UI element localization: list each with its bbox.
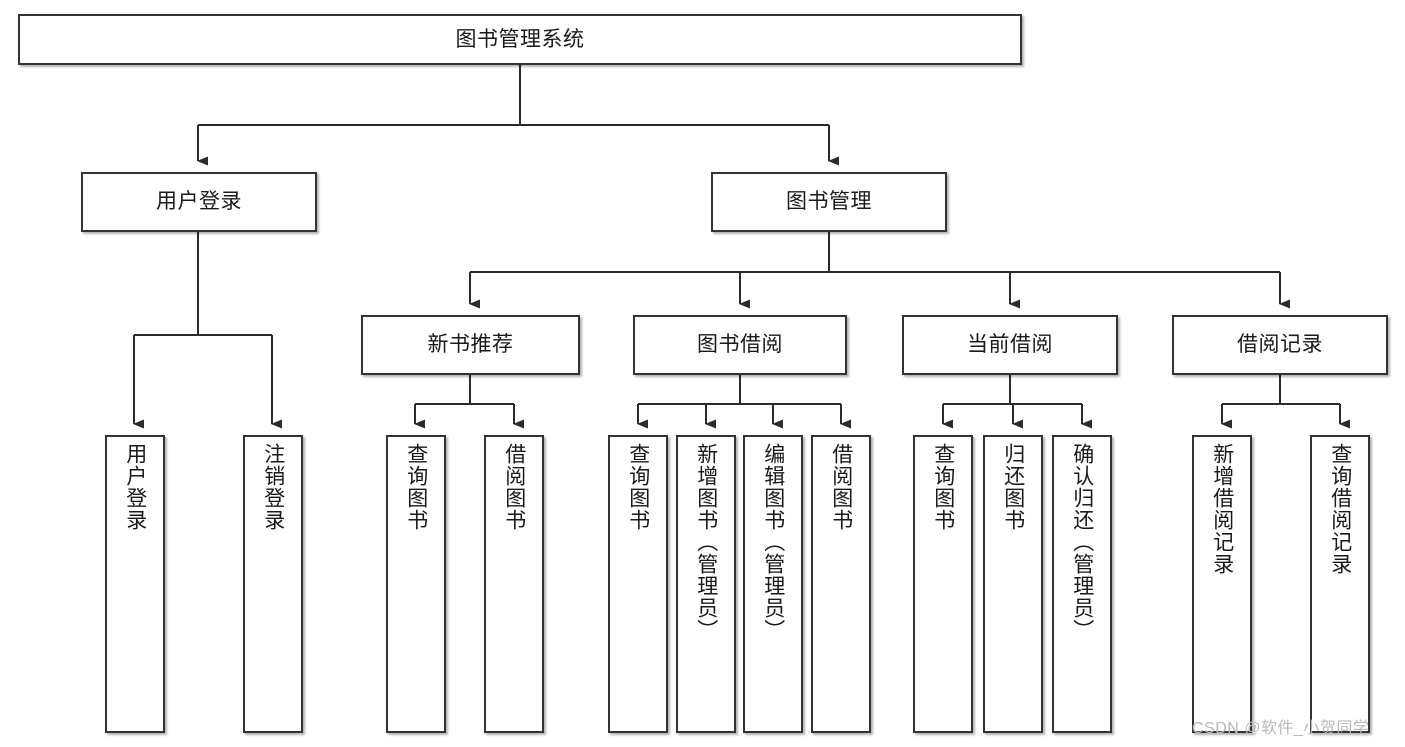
node-user-login[interactable]: 用户登录: [81, 172, 317, 232]
node-leaf-borrow-edit-label: 编辑图书（管理员）: [761, 443, 785, 641]
node-leaf-borrow-do-label: 借阅图书: [829, 443, 853, 531]
node-book-manage[interactable]: 图书管理: [711, 172, 947, 232]
node-leaf-rec-add-label: 新增借阅记录: [1210, 443, 1234, 575]
node-root[interactable]: 图书管理系统: [18, 14, 1022, 65]
node-leaf-logout[interactable]: 注销登录: [243, 435, 303, 733]
node-user-login-label: 用户登录: [156, 190, 242, 214]
csdn-watermark: CSDN @软件_小贺同学: [1192, 720, 1370, 737]
node-leaf-rec-borrow-label: 借阅图书: [502, 443, 526, 531]
node-borrow-record-label: 借阅记录: [1237, 333, 1323, 357]
node-new-book-rec-label: 新书推荐: [427, 333, 514, 357]
node-leaf-user-login[interactable]: 用户登录: [105, 435, 165, 733]
node-book-manage-label: 图书管理: [786, 190, 872, 214]
node-new-book-rec[interactable]: 新书推荐: [361, 315, 580, 375]
node-leaf-rec-borrow[interactable]: 借阅图书: [484, 435, 544, 733]
node-leaf-borrow-query[interactable]: 查询图书: [608, 435, 668, 733]
node-leaf-rec-search[interactable]: 查询借阅记录: [1310, 435, 1370, 733]
node-leaf-logout-label: 注销登录: [261, 443, 285, 531]
node-leaf-cur-query[interactable]: 查询图书: [913, 435, 973, 733]
node-leaf-cur-return-label: 归还图书: [1001, 443, 1025, 531]
node-leaf-cur-query-label: 查询图书: [931, 443, 955, 531]
node-current-borrow-label: 当前借阅: [967, 333, 1053, 357]
node-borrow-record[interactable]: 借阅记录: [1172, 315, 1388, 375]
node-leaf-cur-confirm-label: 确认归还（管理员）: [1070, 443, 1094, 641]
node-leaf-borrow-add[interactable]: 新增图书（管理员）: [676, 435, 736, 733]
node-leaf-cur-return[interactable]: 归还图书: [983, 435, 1043, 733]
node-leaf-borrow-edit[interactable]: 编辑图书（管理员）: [743, 435, 803, 733]
node-leaf-user-login-label: 用户登录: [123, 443, 147, 531]
node-book-borrow[interactable]: 图书借阅: [633, 315, 847, 375]
node-leaf-rec-search-label: 查询借阅记录: [1328, 443, 1352, 575]
node-root-label: 图书管理系统: [455, 27, 585, 51]
node-current-borrow[interactable]: 当前借阅: [902, 315, 1118, 375]
node-leaf-rec-query-label: 查询图书: [404, 443, 428, 531]
node-leaf-borrow-query-label: 查询图书: [626, 443, 650, 531]
node-leaf-rec-add[interactable]: 新增借阅记录: [1192, 435, 1252, 733]
node-leaf-borrow-do[interactable]: 借阅图书: [811, 435, 871, 733]
node-leaf-cur-confirm[interactable]: 确认归还（管理员）: [1052, 435, 1112, 733]
node-leaf-rec-query[interactable]: 查询图书: [386, 435, 446, 733]
node-book-borrow-label: 图书借阅: [697, 333, 783, 357]
node-leaf-borrow-add-label: 新增图书（管理员）: [694, 443, 718, 641]
